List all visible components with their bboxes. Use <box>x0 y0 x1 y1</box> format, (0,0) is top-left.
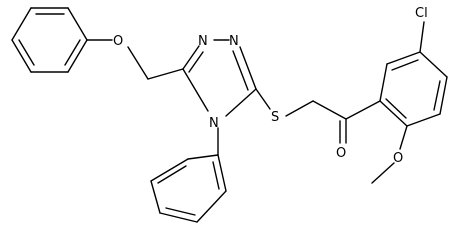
bond-carbonyl-aryl <box>345 100 381 120</box>
bond-ch2-triazole <box>147 68 184 80</box>
carbonyl-o-text: O <box>336 146 346 161</box>
bond-methoxy-ch3 <box>371 162 395 184</box>
chlorine-text: Cl <box>415 6 428 21</box>
bond-ring-cl <box>419 21 425 53</box>
structure-diagram: O N N N S O Cl O <box>11 6 448 223</box>
n2-text: N <box>229 34 239 49</box>
atom-label-carbonyl-o: O <box>336 146 346 161</box>
phenoxy-phenyl-ring <box>11 7 88 73</box>
n1-text: N <box>198 34 208 49</box>
triazole-ring <box>182 39 257 117</box>
atom-label-n2: N <box>229 34 239 49</box>
bond-s-ch2 <box>285 100 314 117</box>
atom-label-methoxy-o: O <box>393 151 403 166</box>
atom-label-n4: N <box>209 116 219 131</box>
bond-ether-o-ch2 <box>127 46 149 80</box>
chloromethoxy-aryl-ring <box>379 51 448 127</box>
atom-label-sulfur: S <box>271 110 279 125</box>
atom-label-ether-o: O <box>113 34 123 49</box>
sulfur-text: S <box>271 110 279 125</box>
bond-ch2-carbonyl <box>312 100 347 120</box>
bond-c3-s <box>255 88 271 110</box>
bond-ring-methoxy-o <box>399 125 408 150</box>
atom-label-n1: N <box>198 34 208 49</box>
ether-o-text: O <box>113 34 123 49</box>
methoxy-o-text: O <box>393 151 403 166</box>
atom-label-chlorine: Cl <box>415 6 428 21</box>
n-phenyl-ring <box>150 154 227 223</box>
n4-text: N <box>209 116 219 131</box>
